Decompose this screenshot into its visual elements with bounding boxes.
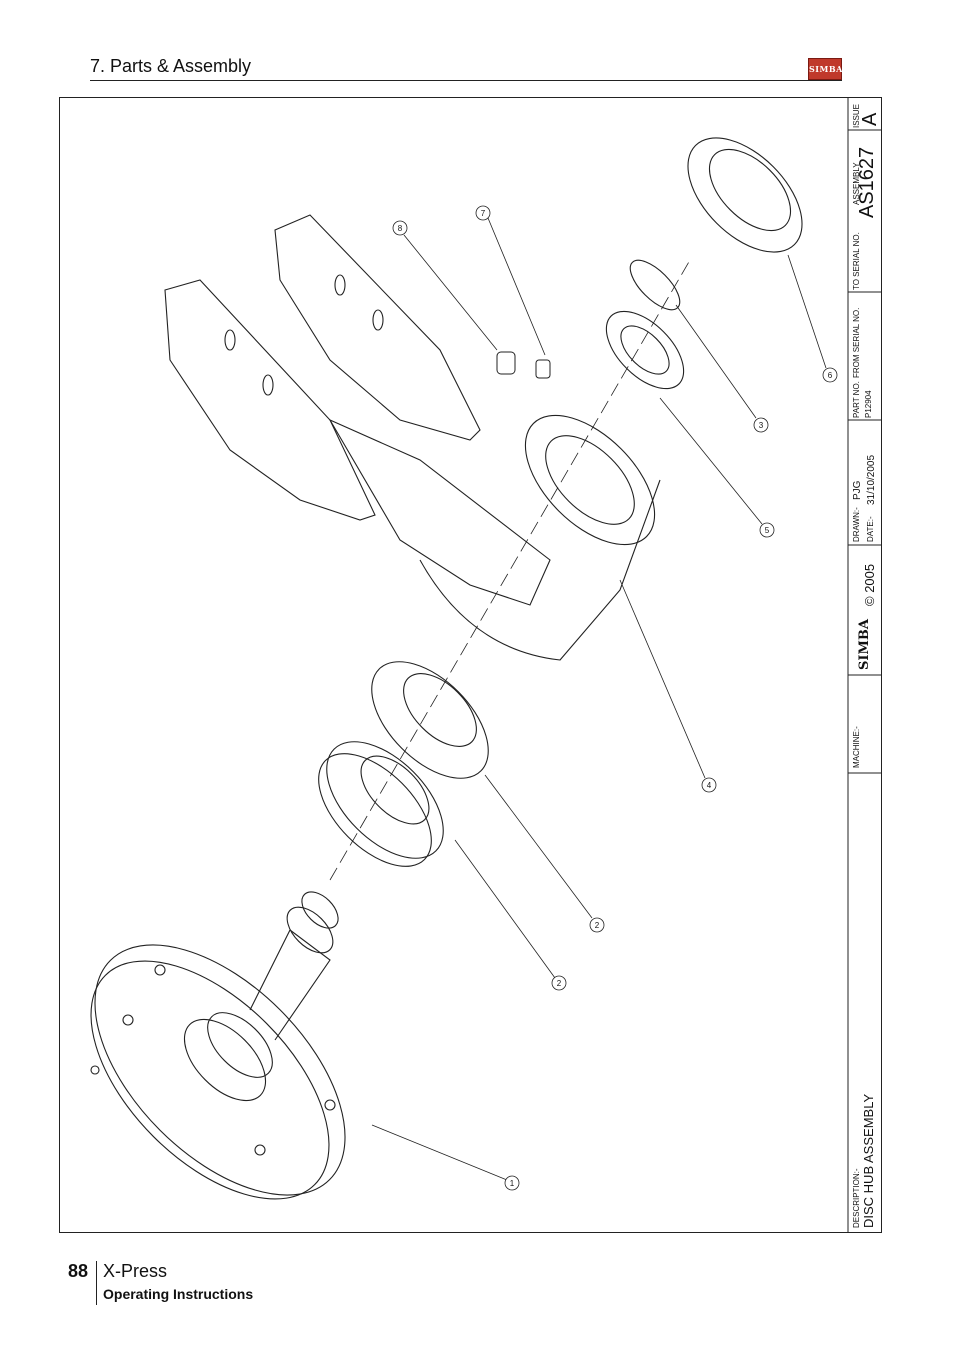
- drawn-by: PJG: [852, 480, 863, 500]
- description-label: DESCRIPTION:-: [852, 1168, 861, 1228]
- balloon-label: 2: [595, 921, 600, 930]
- hub-arm-part: [164, 214, 661, 661]
- to-serial-label: TO SERIAL NO.: [852, 232, 861, 290]
- footer-subtitle: Operating Instructions: [103, 1286, 254, 1302]
- header-rule: [90, 80, 842, 81]
- balloon-5: [759, 522, 775, 538]
- simba-logo: SIMBA: [808, 58, 842, 80]
- from-serial-label: FROM SERIAL NO.: [852, 307, 861, 378]
- grease-nipple-part: [496, 351, 516, 375]
- part-balloons: [392, 205, 838, 1191]
- machine-label: MACHINE:-: [852, 726, 861, 768]
- assembly-number: AS1627: [856, 146, 878, 218]
- balloon-2a: [551, 975, 567, 991]
- balloon-label: 5: [765, 526, 770, 535]
- balloon-7: [475, 205, 491, 221]
- balloon-8: [392, 220, 408, 236]
- issue-value: A: [859, 112, 881, 126]
- balloon-1: [504, 1175, 520, 1191]
- copyright: © 2005: [862, 563, 877, 606]
- date-value: 31/10/2005: [866, 454, 877, 505]
- brand-mark: SIMBA: [857, 619, 872, 670]
- hub-cap-part: [687, 137, 803, 253]
- balloon-label: 7: [481, 209, 486, 218]
- spindle-flange-part: [90, 891, 346, 1200]
- balloon-4: [701, 777, 717, 793]
- section-title: 7. Parts & Assembly: [90, 56, 252, 76]
- balloon-label: 6: [828, 371, 833, 380]
- part-no-value: P12904: [864, 390, 873, 418]
- leader-lines: [371, 217, 827, 1181]
- balloon-label: 8: [398, 224, 403, 233]
- balloon-label: 3: [759, 421, 764, 430]
- footer-divider: [96, 1261, 97, 1305]
- balloon-2b: [589, 917, 605, 933]
- plug-part: [535, 359, 551, 379]
- drawing-frame: [59, 97, 882, 1233]
- drawn-label: DRAWN:-: [852, 507, 861, 542]
- balloon-label: 2: [557, 979, 562, 988]
- description-value: DISC HUB ASSEMBLY: [861, 1093, 876, 1228]
- centre-axis: [329, 259, 691, 881]
- bearing-part: [318, 661, 489, 867]
- date-label: DATE:-: [866, 516, 875, 542]
- balloon-label: 1: [510, 1179, 515, 1188]
- page-number: 88: [68, 1261, 89, 1281]
- balloon-6: [822, 367, 838, 383]
- balloon-label: 4: [707, 781, 712, 790]
- logo-text: SIMBA: [809, 64, 843, 74]
- product-name: X-Press: [103, 1261, 168, 1281]
- balloon-3: [753, 417, 769, 433]
- part-no-label: PART NO.: [852, 381, 861, 418]
